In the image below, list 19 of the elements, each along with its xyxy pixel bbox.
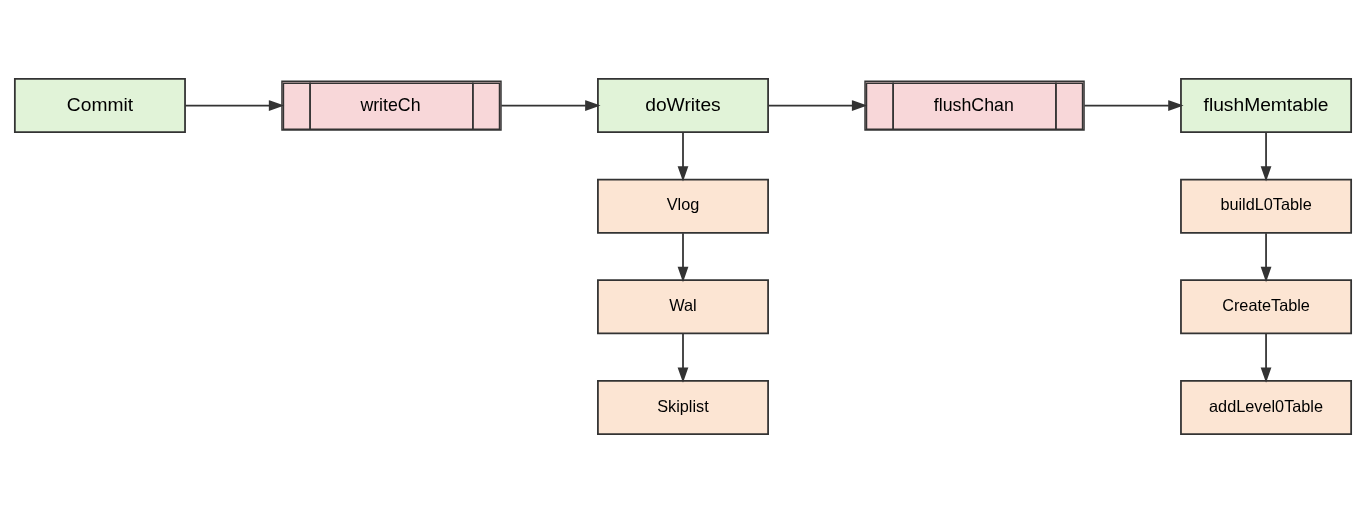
node-box: addLevel0Table — [1180, 379, 1353, 435]
node-box: CreateTable — [1180, 278, 1353, 334]
node-box: Wal — [597, 278, 769, 334]
node-box: Commit — [13, 77, 186, 133]
arrow — [767, 99, 868, 111]
arrow — [500, 99, 601, 111]
arrow — [184, 99, 285, 111]
node-box: Skiplist — [597, 379, 769, 435]
node-box: flushMemtable — [1180, 77, 1353, 133]
arrow — [1260, 332, 1272, 383]
arrow — [677, 131, 689, 182]
arrow — [677, 231, 689, 282]
arrow — [1260, 131, 1272, 182]
node-box: buildL0Table — [1180, 178, 1353, 234]
arrow — [677, 332, 689, 383]
node-box: doWrites — [597, 77, 769, 133]
arrow — [1260, 231, 1272, 282]
arrow — [1083, 99, 1184, 111]
node-box: Vlog — [597, 178, 769, 234]
